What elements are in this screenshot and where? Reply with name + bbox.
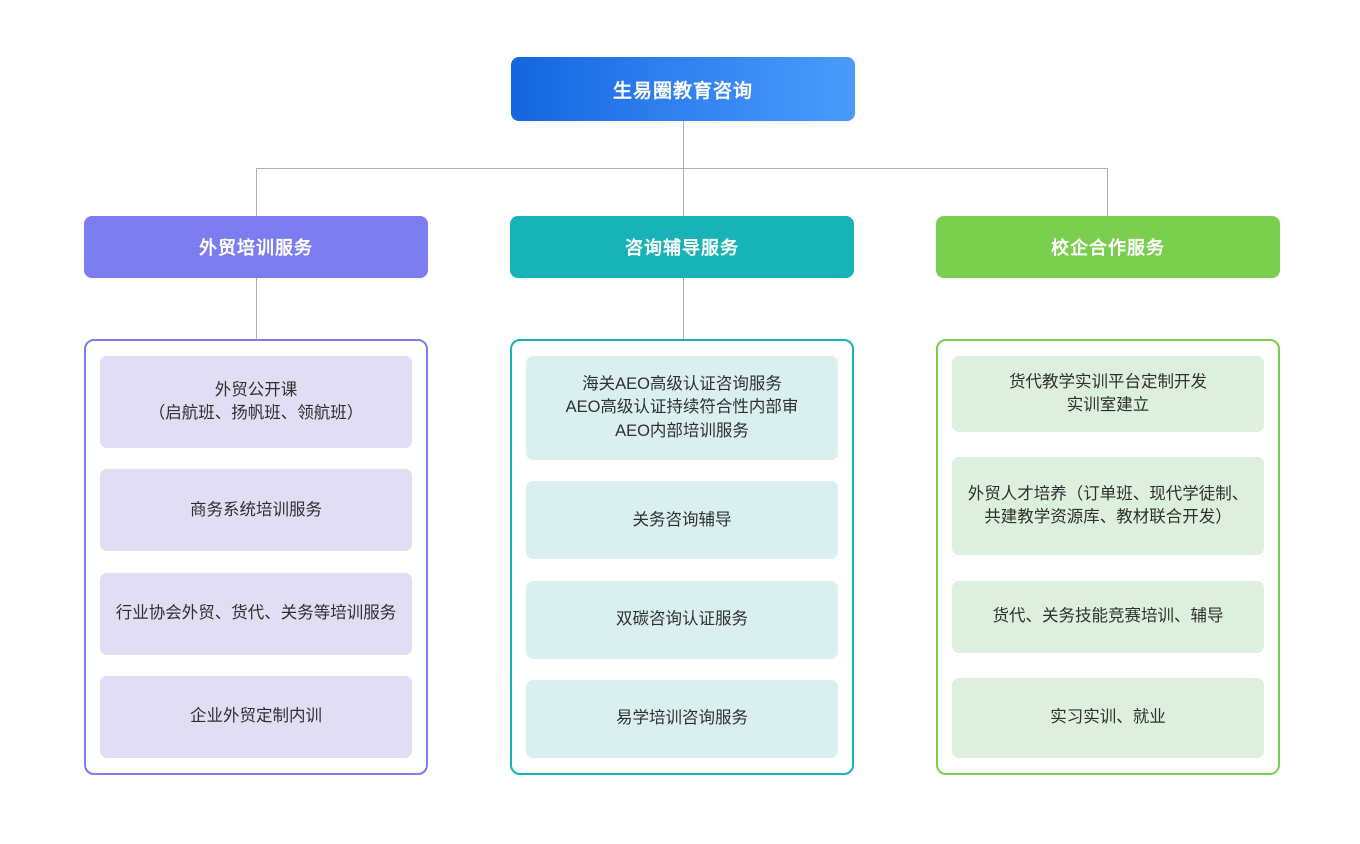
leaf-card[interactable]: 易学培训咨询服务 <box>526 679 838 758</box>
connector-root-stem <box>683 121 684 168</box>
category-header-label: 咨询辅导服务 <box>625 238 739 258</box>
leaf-card[interactable]: 货代教学实训平台定制开发 实训室建立 <box>952 356 1264 432</box>
connector-branch-drop-3 <box>1107 168 1108 216</box>
connector-branch-drop-2 <box>683 168 684 216</box>
leaf-card[interactable]: 外贸公开课 （启航班、扬帆班、领航班） <box>100 356 412 448</box>
leaf-card[interactable]: 海关AEO高级认证咨询服务 AEO高级认证持续符合性内部审 AEO内部培训服务 <box>526 356 838 460</box>
category-header-xiaoqi-hezuo[interactable]: 校企合作服务 <box>936 216 1280 278</box>
group-box-zixun-fudao: 海关AEO高级认证咨询服务 AEO高级认证持续符合性内部审 AEO内部培训服务 … <box>510 339 854 775</box>
leaf-card[interactable]: 实习实训、就业 <box>952 677 1264 758</box>
group-box-xiaoqi-hezuo: 货代教学实训平台定制开发 实训室建立 外贸人才培养（订单班、现代学徒制、共建教学… <box>936 339 1280 775</box>
category-header-waimao-peixun[interactable]: 外贸培训服务 <box>84 216 428 278</box>
category-header-zixun-fudao[interactable]: 咨询辅导服务 <box>510 216 854 278</box>
group-box-waimao-peixun: 外贸公开课 （启航班、扬帆班、领航班） 商务系统培训服务 行业协会外贸、货代、关… <box>84 339 428 775</box>
connector-branch-drop-1 <box>256 168 257 216</box>
leaf-card[interactable]: 行业协会外贸、货代、关务等培训服务 <box>100 572 412 655</box>
root-node[interactable]: 生易圈教育咨询 <box>511 57 855 121</box>
category-header-label: 校企合作服务 <box>1051 238 1165 258</box>
connector-header-to-group-2 <box>683 278 684 339</box>
leaf-card[interactable]: 企业外贸定制内训 <box>100 675 412 758</box>
root-node-label: 生易圈教育咨询 <box>612 80 753 102</box>
leaf-card[interactable]: 双碳咨询认证服务 <box>526 580 838 659</box>
leaf-card[interactable]: 商务系统培训服务 <box>100 469 412 552</box>
leaf-card[interactable]: 外贸人才培养（订单班、现代学徒制、共建教学资源库、教材联合开发） <box>952 457 1264 556</box>
leaf-card[interactable]: 货代、关务技能竞赛培训、辅导 <box>952 580 1264 653</box>
connector-header-to-group-1 <box>256 278 257 339</box>
category-header-label: 外贸培训服务 <box>199 238 313 258</box>
leaf-card[interactable]: 关务咨询辅导 <box>526 481 838 560</box>
connector-horizontal-bus <box>256 168 1108 169</box>
